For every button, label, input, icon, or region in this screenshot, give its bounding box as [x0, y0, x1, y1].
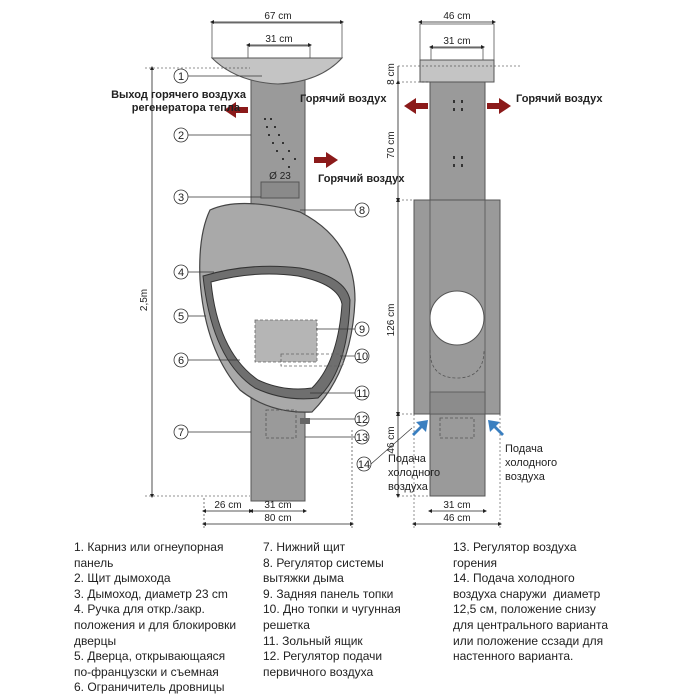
upper-height-label: 70 cm [386, 131, 397, 158]
svg-text:8: 8 [359, 205, 365, 217]
legend-line: 10. Дно топки и чугунная [263, 602, 401, 617]
svg-text:7: 7 [178, 427, 184, 439]
svg-text:4: 4 [178, 267, 184, 279]
legend-line: 12,5 см, положение снизу [453, 602, 596, 617]
svg-text:10: 10 [356, 351, 368, 363]
fireplace-diagram: 2,5m 67 cm 31 cm 26 cm 31 cm 80 cm Ø 23 … [111, 11, 603, 528]
legend-line: 12. Регулятор подачи [263, 649, 383, 664]
legend-line: 4. Ручка для откр./закр. [74, 602, 205, 617]
legend-line: для центрального варианта [453, 617, 609, 632]
legend-line: 9. Задняя панель топки [263, 586, 394, 601]
hot-air-out-label-1: Выход горячего воздуха [111, 89, 247, 101]
svg-text:12: 12 [356, 414, 368, 426]
top-inner-left [247, 45, 311, 59]
ash-drawer-right [439, 417, 475, 439]
top-inner-left-label: 31 cm [265, 34, 292, 45]
bottom-inner-left-label: 31 cm [264, 500, 291, 511]
hot-air-out-label-2: регенератора тепла [132, 102, 241, 114]
top-outer-right-label: 46 cm [443, 11, 470, 22]
svg-text:13: 13 [356, 432, 368, 444]
callout-numbers: 1 2 3 4 5 6 7 8 9 10 11 12 13 14 [178, 71, 370, 471]
legend-line: 8. Регулятор системы [263, 555, 384, 570]
chimney-collar [260, 181, 300, 199]
svg-text:5: 5 [178, 311, 184, 323]
hot-air-right-label: Горячий воздух [516, 93, 603, 105]
firebox-back-panel [254, 319, 318, 363]
svg-text:6: 6 [178, 355, 184, 367]
flue-opening [429, 290, 485, 346]
legend-line: 5. Дверца, открывающаяся [74, 649, 226, 664]
bottom-outer-right-label: 46 cm [443, 513, 470, 524]
air-regulator [300, 418, 310, 424]
legend-line: 2. Щит дымохода [74, 571, 171, 586]
legend-line: горения [453, 555, 497, 570]
cold-air-arrow-left [412, 420, 428, 436]
diameter-label: Ø 23 [269, 171, 291, 182]
hot-air-left-label: Горячий воздух [300, 93, 387, 105]
svg-text:3: 3 [178, 192, 184, 204]
legend-line: настенного варианта. [453, 649, 574, 664]
legend-line: или положение ссзади для [453, 633, 604, 648]
lower-height-label: 46 cm [386, 426, 397, 453]
legend-line: 13. Регулятор воздуха [453, 540, 577, 554]
legend-line: 6. Ограничитель дровницы [74, 680, 225, 695]
callouts-left [173, 68, 372, 472]
cold-air-left-1: Подача [388, 453, 427, 465]
bottom-outer-left-label: 80 cm [264, 513, 291, 524]
firebox-grate [280, 353, 344, 367]
cold-air-right-2: холодного [505, 457, 557, 469]
legend-line: решетка [263, 617, 310, 632]
legend-line: 1. Карниз или огнеупорная [74, 540, 224, 554]
svg-text:2: 2 [178, 130, 184, 142]
cold-air-left-3: воздуха [388, 481, 429, 493]
legend-line: панель [74, 555, 114, 570]
legend-line: дверцы [74, 633, 117, 648]
cold-air-right-3: воздуха [505, 471, 546, 483]
svg-text:1: 1 [178, 71, 184, 83]
legend-line: вытяжки дыма [263, 571, 344, 586]
cornice-left [210, 57, 344, 85]
bottom-inner-right-label: 31 cm [443, 500, 470, 511]
hot-air-center-label: Горячий воздух [318, 173, 405, 185]
total-height-label: 2,5m [139, 289, 150, 311]
cornice-right [419, 59, 495, 83]
hot-air-arrow-center [314, 152, 338, 168]
cold-air-arrow-right [488, 420, 504, 436]
legend-line: первичного воздуха [263, 664, 374, 679]
cold-air-left-2: холодного [388, 467, 440, 479]
ash-drawer [265, 409, 297, 439]
legend-line: 14. Подача холодного [453, 571, 575, 586]
bottom-left-offset-label: 26 cm [214, 500, 241, 511]
vent-holes-right [453, 100, 463, 167]
legend-line: воздуха снаружи диаметр [453, 586, 601, 601]
vent-holes-left [264, 118, 296, 168]
top-inner-right [430, 47, 484, 61]
svg-text:11: 11 [356, 388, 367, 400]
chimney-column-right [429, 81, 486, 201]
svg-text:14: 14 [358, 459, 370, 471]
hot-air-arrow-right-b [487, 98, 511, 114]
legend-line: 3. Дымоход, диаметр 23 cm [74, 586, 228, 601]
legend-line: 7. Нижний щит [263, 540, 346, 554]
svg-text:9: 9 [359, 324, 365, 336]
middle-height-label: 126 cm [386, 304, 397, 337]
base-inset-right [429, 391, 486, 415]
hot-air-arrow-right-a [404, 98, 428, 114]
cornice-height-label: 8 cm [386, 63, 397, 85]
base-right [429, 413, 486, 497]
legend-line: положения и для блокировки [74, 617, 237, 632]
cold-air-right-1: Подача [505, 443, 544, 455]
legend-line: 11. Зольный ящик [263, 633, 363, 648]
hot-air-arrow-left [224, 102, 248, 118]
top-outer-left-label: 67 cm [264, 11, 291, 22]
legend-line: по-французски и съемная [74, 664, 219, 679]
top-inner-right-label: 31 cm [443, 36, 470, 47]
